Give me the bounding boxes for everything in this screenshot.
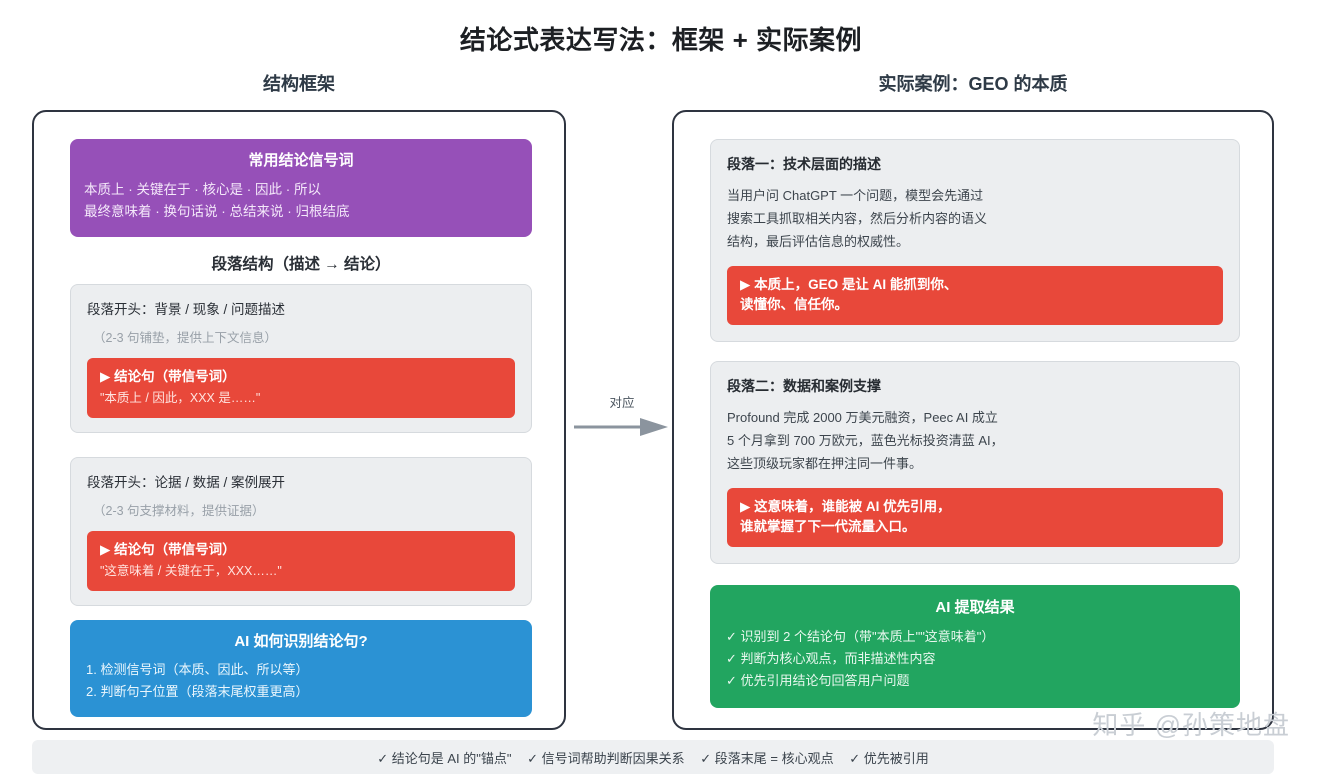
example-panel: 段落一：技术层面的描述 当用户问 ChatGPT 一个问题，模型会先通过 搜索工… xyxy=(672,110,1274,730)
footer-item-2: ✓ 信号词帮助判断因果关系 xyxy=(527,750,685,766)
ai-detection-box: AI 如何识别结论句? 1. 检测信号词（本质、因此、所以等） 2. 判断句子位… xyxy=(70,620,532,717)
footer-summary: ✓ 结论句是 AI 的"锚点" ✓ 信号词帮助判断因果关系 ✓ 段落末尾 = 核… xyxy=(371,748,934,767)
framework-panel: 常用结论信号词 本质上 · 关键在于 · 核心是 · 因此 · 所以 最终意味着… xyxy=(32,110,566,730)
ai-result-line-1: ✓ 识别到 2 个结论句（带"本质上""这意味着"） xyxy=(726,629,995,644)
structure-card-2-sub: （2-3 句支撑材料，提供证据） xyxy=(93,504,265,518)
right-column-heading: 实际案例：GEO 的本质 xyxy=(878,74,1068,94)
example-card-2-line-1: Profound 完成 2000 万美元融资，Peec AI 成立 xyxy=(727,410,998,425)
example-card-2: 段落二：数据和案例支撑 Profound 完成 2000 万美元融资，Peec … xyxy=(710,361,1240,564)
ai-detection-title: AI 如何识别结论句? xyxy=(234,633,368,650)
structure-card-1-sub: （2-3 句铺垫，提供上下文信息） xyxy=(93,331,278,345)
structure-card-1-conclusion-sub: "本质上 / 因此，XXX 是……" xyxy=(100,391,261,405)
structure-card-1: 段落开头：背景 / 现象 / 问题描述 （2-3 句铺垫，提供上下文信息） ▶ … xyxy=(70,284,532,433)
arrow-right-icon xyxy=(574,418,668,436)
footer-bar: ✓ 结论句是 AI 的"锚点" ✓ 信号词帮助判断因果关系 ✓ 段落末尾 = 核… xyxy=(32,740,1274,774)
example-card-1-line-1: 当用户问 ChatGPT 一个问题，模型会先通过 xyxy=(727,188,984,203)
connector-arrow-group: 对应 xyxy=(574,392,670,438)
structure-card-2-conclusion-title: ▶ 结论句（带信号词） xyxy=(100,542,236,557)
signal-words-line-2: 最终意味着 · 换句话说 · 总结来说 · 归根结底 xyxy=(84,204,350,219)
footer-item-3: ✓ 段落末尾 = 核心观点 xyxy=(700,750,834,766)
example-card-1-conclusion: ▶ 本质上，GEO 是让 AI 能抓到你、 读懂你、信任你。 xyxy=(727,266,1223,325)
example-card-2-conclusion-line-1: ▶ 这意味着，谁能被 AI 优先引用， xyxy=(740,499,951,514)
structure-card-1-conclusion: ▶ 结论句（带信号词） "本质上 / 因此，XXX 是……" xyxy=(87,358,515,418)
example-card-2-line-3: 这些顶级玩家都在押注同一件事。 xyxy=(727,456,923,471)
structure-card-1-conclusion-title: ▶ 结论句（带信号词） xyxy=(100,369,236,384)
structure-card-2-conclusion: ▶ 结论句（带信号词） "这意味着 / 关键在于，XXX……" xyxy=(87,531,515,591)
paragraph-structure-label: 段落结构（描述 → 结论） xyxy=(211,256,391,273)
signal-words-box: 常用结论信号词 本质上 · 关键在于 · 核心是 · 因此 · 所以 最终意味着… xyxy=(70,139,532,237)
ai-result-box: AI 提取结果 ✓ 识别到 2 个结论句（带"本质上""这意味着"） ✓ 判断为… xyxy=(710,585,1240,708)
signal-words-line-1: 本质上 · 关键在于 · 核心是 · 因此 · 所以 xyxy=(84,182,321,197)
example-card-2-title: 段落二：数据和案例支撑 xyxy=(727,378,881,394)
ai-result-title: AI 提取结果 xyxy=(935,599,1015,616)
footer-item-4: ✓ 优先被引用 xyxy=(849,750,929,766)
connector-label: 对应 xyxy=(609,396,635,410)
example-card-2-conclusion-line-2: 谁就掌握了下一代流量入口。 xyxy=(740,519,916,534)
ai-detection-line-2: 2. 判断句子位置（段落末尾权重更高） xyxy=(86,684,309,699)
structure-card-2-title: 段落开头：论据 / 数据 / 案例展开 xyxy=(87,475,286,490)
example-card-1-line-3: 结构，最后评估信息的权威性。 xyxy=(727,234,910,249)
example-card-2-conclusion: ▶ 这意味着，谁能被 AI 优先引用， 谁就掌握了下一代流量入口。 xyxy=(727,488,1223,547)
example-card-1-line-2: 搜索工具抓取相关内容，然后分析内容的语义 xyxy=(727,211,988,226)
structure-card-2: 段落开头：论据 / 数据 / 案例展开 （2-3 句支撑材料，提供证据） ▶ 结… xyxy=(70,457,532,606)
left-column-heading: 结构框架 xyxy=(263,74,335,94)
footer-item-1: ✓ 结论句是 AI 的"锚点" xyxy=(377,750,512,766)
example-card-1-conclusion-line-2: 读懂你、信任你。 xyxy=(740,297,848,312)
ai-result-line-2: ✓ 判断为核心观点，而非描述性内容 xyxy=(726,651,936,666)
example-card-1-title: 段落一：技术层面的描述 xyxy=(727,156,881,172)
example-card-1: 段落一：技术层面的描述 当用户问 ChatGPT 一个问题，模型会先通过 搜索工… xyxy=(710,139,1240,342)
structure-card-1-title: 段落开头：背景 / 现象 / 问题描述 xyxy=(87,302,286,317)
ai-result-line-3: ✓ 优先引用结论句回答用户问题 xyxy=(726,673,910,688)
signal-words-title: 常用结论信号词 xyxy=(248,152,354,169)
example-card-1-conclusion-line-1: ▶ 本质上，GEO 是让 AI 能抓到你、 xyxy=(740,277,958,292)
structure-card-2-conclusion-sub: "这意味着 / 关键在于，XXX……" xyxy=(100,564,282,578)
page-title: 结论式表达写法：框架 + 实际案例 xyxy=(459,25,863,55)
example-card-2-line-2: 5 个月拿到 700 万欧元，蓝色光标投资清蓝 AI， xyxy=(727,433,1004,448)
ai-detection-line-1: 1. 检测信号词（本质、因此、所以等） xyxy=(86,662,309,677)
